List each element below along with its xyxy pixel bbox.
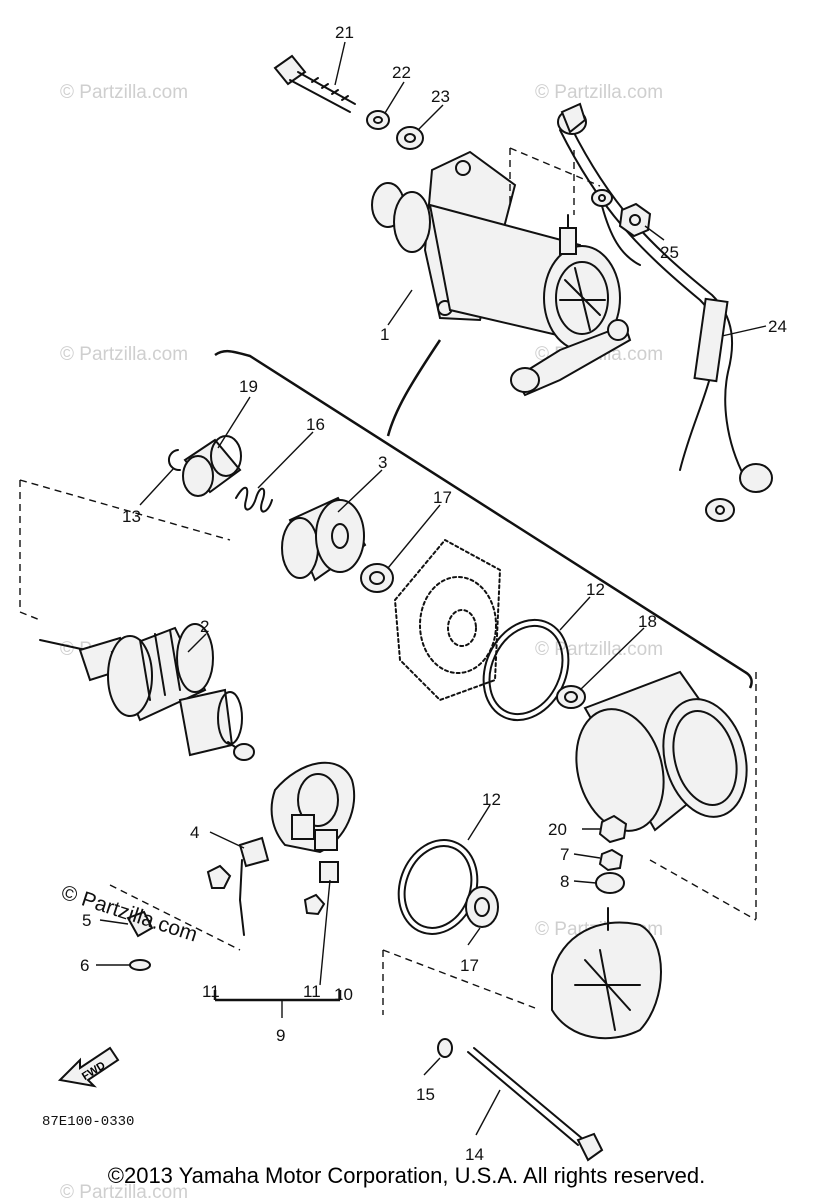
spring-16 <box>235 486 273 513</box>
callout-12: 12 <box>586 580 605 599</box>
washer-15 <box>437 1038 453 1058</box>
watermark: © Partzilla.com <box>60 82 188 103</box>
watermark-prominent: © Partzilla.com <box>58 881 200 947</box>
leader-lines <box>96 41 767 1136</box>
callout-numbers: 21 22 23 25 24 1 19 16 3 13 17 12 18 2 2… <box>80 23 787 1164</box>
watermark: © Partzilla.com <box>535 639 663 660</box>
callout-22: 22 <box>392 63 411 82</box>
armature-2 <box>39 623 255 761</box>
bolt-21 <box>273 54 356 113</box>
diagram-code: 87E100-0330 <box>42 1114 134 1130</box>
callout-9: 9 <box>276 1026 285 1045</box>
washer-22 <box>366 110 390 130</box>
o-ring-12-upper <box>482 618 570 722</box>
callout-17: 17 <box>433 488 452 507</box>
nut-11-right <box>303 893 326 916</box>
callout-11-right: 11 <box>303 982 321 1001</box>
callout-18: 18 <box>638 612 657 631</box>
bolt-5 <box>126 910 154 938</box>
insulator-8 <box>595 872 625 894</box>
nut-25 <box>618 202 652 238</box>
callout-15: 15 <box>416 1085 435 1104</box>
washer-17-lower <box>465 886 499 928</box>
front-cover <box>394 539 501 701</box>
callout-23: 23 <box>431 87 450 106</box>
washer-23 <box>396 126 424 150</box>
callout-4: 4 <box>190 823 199 842</box>
callout-20: 20 <box>548 820 567 839</box>
callout-25: 25 <box>660 243 679 262</box>
washer-6 <box>129 959 151 971</box>
brush-plate-9 <box>270 761 356 883</box>
washer-18 <box>556 685 586 709</box>
callout-13: 13 <box>122 507 141 526</box>
callout-21: 21 <box>335 23 354 42</box>
callout-8: 8 <box>560 872 569 891</box>
brush-lead-4 <box>238 836 270 936</box>
callout-3: 3 <box>378 453 387 472</box>
callout-10: 10 <box>334 985 353 1004</box>
copyright-notice: ©2013 Yamaha Motor Corporation, U.S.A. A… <box>107 1163 706 1188</box>
rear-cover <box>551 907 662 1040</box>
yoke-housing <box>575 670 748 832</box>
callout-2: 2 <box>200 617 209 636</box>
pinion-gear-3 <box>281 496 367 582</box>
callout-19: 19 <box>239 377 258 396</box>
callout-12-lower: 12 <box>482 790 501 809</box>
nut-11-left <box>206 864 232 889</box>
nut-20 <box>598 814 628 844</box>
watermark: © Partzilla.com <box>535 82 663 103</box>
callout-24: 24 <box>768 317 787 336</box>
callout-6: 6 <box>80 956 89 975</box>
nut-7 <box>598 848 624 872</box>
callout-17-lower: 17 <box>460 956 479 975</box>
starter-cable-24 <box>557 102 773 522</box>
collar-19 <box>182 435 242 497</box>
starter-motor-assembly <box>371 150 632 397</box>
callout-5: 5 <box>82 911 91 930</box>
through-bolt-14 <box>467 1047 604 1162</box>
callout-16: 16 <box>306 415 325 434</box>
exploded-view-bracket <box>214 349 753 689</box>
callout-1: 1 <box>380 325 389 344</box>
fwd-arrow-icon: FWD <box>57 1046 120 1088</box>
watermark: © Partzilla.com <box>60 344 188 365</box>
callout-11-left: 11 <box>202 982 220 1001</box>
exploded-view-frame <box>19 479 757 921</box>
callout-14: 14 <box>465 1145 484 1164</box>
o-ring-12-lower <box>397 839 479 935</box>
circlip-13 <box>168 449 181 472</box>
watermark: © Partzilla.com <box>60 1182 188 1200</box>
washer-17-upper <box>360 563 394 593</box>
callout-7: 7 <box>560 845 569 864</box>
